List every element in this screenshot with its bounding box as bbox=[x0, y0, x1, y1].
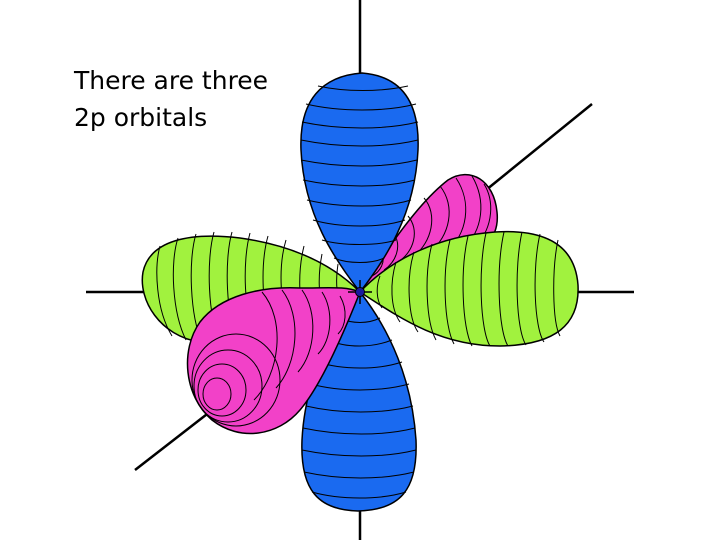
title-line-2: 2p orbitals bbox=[74, 103, 208, 132]
nucleus-dot bbox=[355, 287, 365, 297]
title-line-1: There are three bbox=[74, 66, 269, 95]
slide-title: There are three 2p orbitals bbox=[74, 62, 268, 136]
nucleus bbox=[348, 280, 372, 304]
py-lobe-front bbox=[186, 286, 361, 435]
diagonal-axis-upper bbox=[485, 103, 593, 191]
px-lobe-right bbox=[358, 230, 579, 347]
pz-lobe-upper bbox=[300, 72, 419, 294]
